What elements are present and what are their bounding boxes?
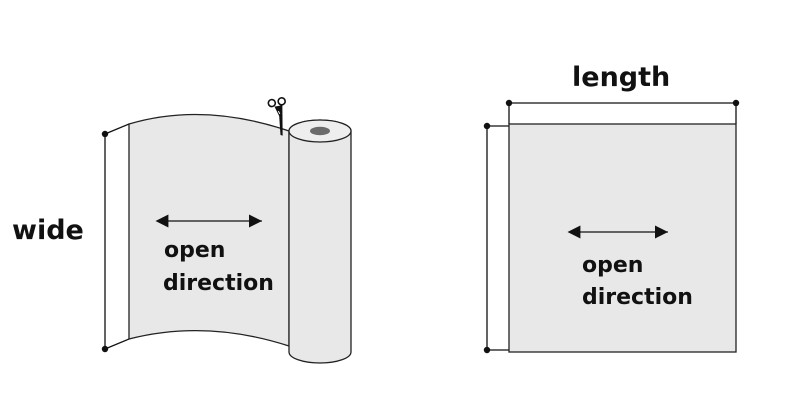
roll-core-hole	[310, 126, 330, 136]
roll-wide-top-connector	[104, 123, 130, 135]
fabric-roll-cylinder	[288, 119, 352, 364]
sheet-direction-label: direction	[582, 285, 693, 310]
sheet-open-label: open	[582, 253, 643, 278]
unrolled-fabric-panel	[128, 113, 290, 347]
roll-group: wide open direction	[12, 97, 352, 364]
roll-open-label: open	[164, 238, 225, 263]
wide-label: wide	[12, 215, 84, 246]
sheet-group: length open direction	[483, 62, 740, 354]
roll-direction-label: direction	[163, 271, 274, 296]
roll-wide-bottom-connector	[104, 338, 130, 350]
scissors-icon	[267, 97, 286, 136]
length-label: length	[572, 62, 670, 93]
fabric-sheet	[508, 123, 737, 353]
